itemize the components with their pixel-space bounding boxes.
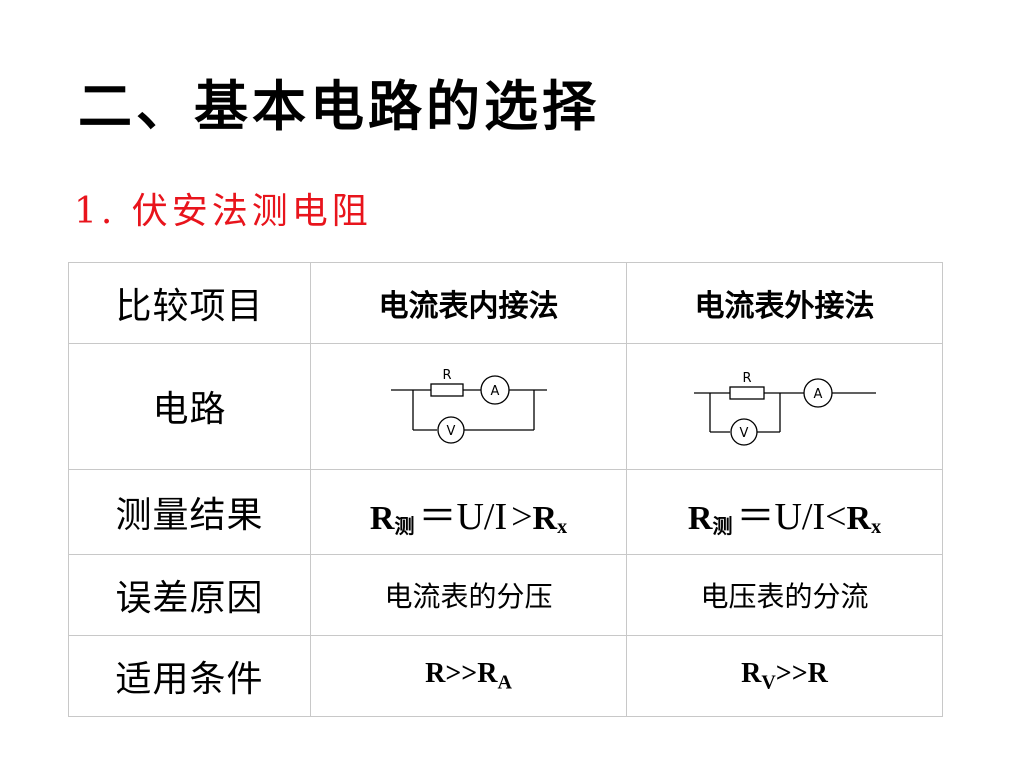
condition-lead: R [741, 657, 762, 689]
header-internal-connection: 电流表内接法 [310, 262, 627, 344]
row-label-compare-item: 比较项目 [68, 262, 311, 344]
table-row-circuit: 电路 R A V [68, 342, 943, 471]
row-label-applicable-condition: 适用条件 [68, 635, 311, 717]
condition-internal: R>>RA [310, 635, 627, 717]
table-row-header: 比较项目 电流表内接法 电流表外接法 [68, 262, 943, 344]
row-label-error-cause: 误差原因 [68, 554, 311, 637]
formula-external: R测 ＝U/I<Rx [688, 485, 881, 540]
table-row-result: 测量结果 R测 ＝U/I >Rx R测 ＝U/I<Rx [68, 469, 943, 556]
resistor-label: R [442, 368, 451, 383]
row-label-circuit: 电路 [68, 342, 311, 471]
formula-equals: ＝U/I [736, 495, 826, 538]
formula-r-sub: 测 [394, 516, 415, 539]
formula-compare: < [825, 495, 847, 538]
table-row-condition: 适用条件 R>>RA RV>>R [68, 635, 943, 717]
formula-rx-sub: x [871, 516, 882, 539]
header-external-connection: 电流表外接法 [626, 262, 943, 344]
circuit-cell-external: R A V [626, 342, 943, 471]
condition-external: RV>>R [626, 635, 943, 717]
condition-main: R>>R [425, 657, 498, 689]
condition-sub: A [497, 671, 512, 694]
result-cell-external: R测 ＝U/I<Rx [626, 469, 943, 556]
circuit-cell-internal: R A V [310, 342, 627, 471]
page-title: 二、基本电路的选择 [78, 74, 600, 138]
condition-sub: V [761, 671, 776, 694]
formula-rx: R [532, 499, 558, 537]
ammeter-label: A [813, 387, 822, 402]
circuit-diagram-internal: R A V [390, 368, 547, 445]
voltmeter-label: V [446, 424, 455, 439]
formula-r: R [369, 499, 395, 537]
comparison-table: 比较项目 电流表内接法 电流表外接法 电路 R [68, 262, 943, 717]
error-cause-external: 电压表的分流 [626, 554, 943, 637]
formula-equals: ＝U/I [418, 495, 508, 538]
condition-rest: >>R [775, 657, 828, 689]
ammeter-label: A [490, 384, 499, 399]
formula-rx: R [846, 499, 872, 537]
formula-r: R [687, 499, 713, 537]
formula-rx-sub: x [557, 516, 568, 539]
resistor-symbol [728, 386, 765, 401]
result-cell-internal: R测 ＝U/I >Rx [310, 469, 627, 556]
formula-internal: R测 ＝U/I >Rx [370, 485, 567, 540]
table-row-error: 误差原因 电流表的分压 电压表的分流 [68, 554, 943, 637]
error-cause-internal: 电流表的分压 [310, 554, 627, 637]
resistor-label: R [742, 371, 751, 386]
voltmeter-label: V [739, 426, 748, 441]
circuit-diagram-external: R A V [693, 371, 876, 447]
formula-compare: > [511, 495, 533, 538]
formula-r-sub: 测 [712, 516, 733, 539]
resistor-symbol [429, 383, 464, 398]
row-label-measurement-result: 测量结果 [68, 469, 311, 556]
section-subtitle: 1. 伏安法测电阻 [74, 191, 372, 232]
